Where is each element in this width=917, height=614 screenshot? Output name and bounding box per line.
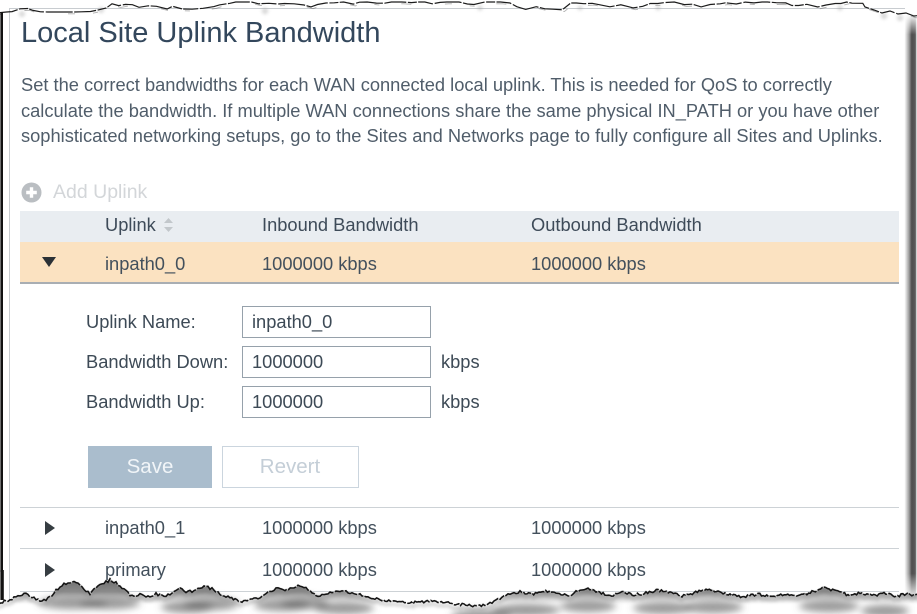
expand-row-button[interactable] xyxy=(20,563,105,577)
add-uplink-button[interactable]: Add Uplink xyxy=(21,181,148,203)
column-header-outbound[interactable]: Outbound Bandwidth xyxy=(531,213,702,235)
cell-uplink: inpath0_0 xyxy=(105,253,186,274)
save-button[interactable]: Save xyxy=(88,446,212,488)
bandwidth-down-label: Bandwidth Down: xyxy=(86,350,229,372)
bandwidth-down-unit: kbps xyxy=(441,350,480,372)
uplink-edit-panel: Uplink Name: Bandwidth Down: kbps Bandwi… xyxy=(20,284,899,507)
table-row-inpath0_0[interactable]: inpath0_0 1000000 kbps 1000000 kbps xyxy=(20,242,899,282)
page-title: Local Site Uplink Bandwidth xyxy=(21,17,381,49)
cell-uplink: primary xyxy=(105,559,166,580)
expand-row-button[interactable] xyxy=(20,521,105,535)
form-row-bandwidth-up: Bandwidth Up: kbps xyxy=(86,386,899,419)
column-header-uplink[interactable]: Uplink xyxy=(105,214,262,236)
cell-outbound: 1000000 kbps xyxy=(531,253,646,274)
sort-icon xyxy=(163,217,173,232)
add-uplink-label: Add Uplink xyxy=(53,181,148,203)
table-header-row: Uplink Inbound Bandwidth Outbound Bandwi… xyxy=(20,211,899,242)
form-row-uplink-name: Uplink Name: xyxy=(86,305,899,338)
cell-uplink: inpath0_1 xyxy=(105,517,186,538)
bandwidth-up-input[interactable] xyxy=(242,386,431,419)
cell-outbound: 1000000 kbps xyxy=(531,559,646,580)
bandwidth-down-input[interactable] xyxy=(242,345,431,378)
uplink-name-label: Uplink Name: xyxy=(86,310,196,332)
row-strong-divider xyxy=(20,282,899,284)
triangle-down-icon xyxy=(42,257,56,267)
cell-inbound: 1000000 kbps xyxy=(262,559,377,580)
page-description: Set the correct bandwidths for each WAN … xyxy=(21,74,883,146)
uplink-name-input[interactable] xyxy=(242,305,431,338)
bandwidth-up-unit: kbps xyxy=(441,391,480,413)
row-divider xyxy=(20,591,899,592)
cell-outbound: 1000000 kbps xyxy=(531,517,646,538)
triangle-right-icon xyxy=(45,521,55,535)
revert-button[interactable]: Revert xyxy=(221,446,359,488)
form-row-bandwidth-down: Bandwidth Down: kbps xyxy=(86,345,899,378)
row-divider xyxy=(20,507,899,508)
table-row-inpath0_1[interactable]: inpath0_1 1000000 kbps 1000000 kbps xyxy=(20,508,899,548)
bandwidth-up-label: Bandwidth Up: xyxy=(86,391,205,413)
column-header-inbound[interactable]: Inbound Bandwidth xyxy=(262,213,419,235)
table-row-primary[interactable]: primary 1000000 kbps 1000000 kbps xyxy=(20,549,899,591)
collapse-row-button[interactable] xyxy=(20,257,105,267)
cell-inbound: 1000000 kbps xyxy=(262,517,377,538)
plus-circle-icon xyxy=(21,182,42,203)
form-buttons: Save Revert xyxy=(88,446,899,488)
cell-inbound: 1000000 kbps xyxy=(262,253,377,274)
triangle-right-icon xyxy=(45,563,55,577)
uplink-table: Uplink Inbound Bandwidth Outbound Bandwi… xyxy=(20,211,899,592)
row-divider xyxy=(20,548,899,549)
